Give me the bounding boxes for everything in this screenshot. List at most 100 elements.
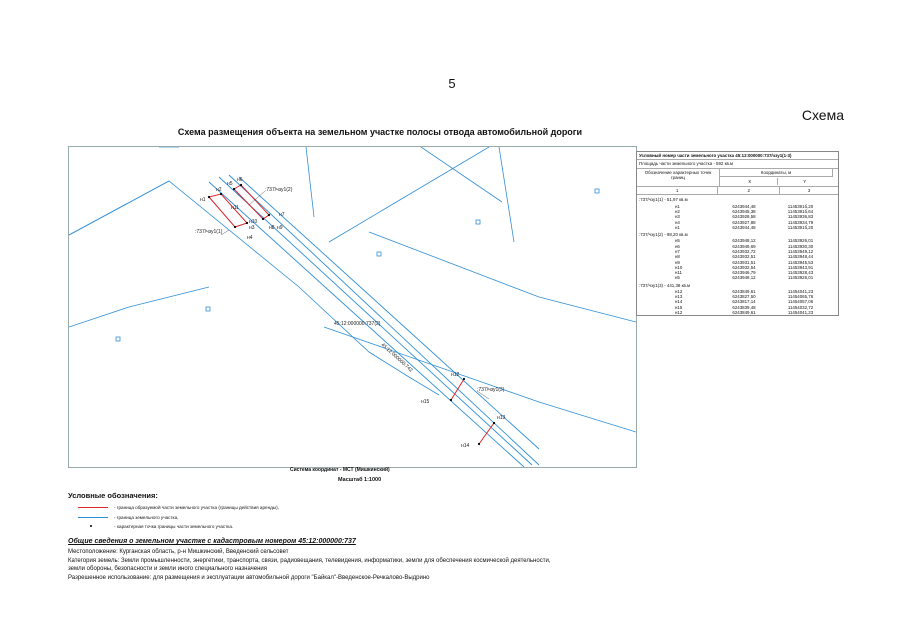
point-label-n10: н10 bbox=[249, 219, 258, 225]
info-category-cont: земли обороны, безопасности и земли иног… bbox=[68, 566, 268, 572]
table-cell-p: н13 bbox=[675, 294, 683, 300]
table-cell-y: 11453948,44 bbox=[787, 254, 814, 260]
table-cell-y: 11454057,06 bbox=[787, 299, 814, 305]
table-cell-y: 11453943,91 bbox=[787, 264, 814, 270]
page-number: 5 bbox=[448, 76, 456, 91]
col-num-1: 1 bbox=[637, 187, 719, 195]
legend-title: Условные обозначения: bbox=[68, 491, 158, 500]
blue-line-icon bbox=[78, 514, 108, 520]
table-row: н5 6243948,12 11453926,01 bbox=[637, 238, 838, 243]
table-cell-y: 11453934,79 bbox=[787, 219, 814, 225]
table-title: Условный номер части земельного участка … bbox=[637, 152, 838, 161]
general-info-title: Общие сведения о земельном участке с кад… bbox=[68, 538, 356, 545]
label-part-3: :737/чзу1(3) bbox=[477, 387, 505, 393]
table-group-title: :737/чзу1(3) - 441,38 кв.м bbox=[639, 282, 691, 288]
table-cell-p: н11 bbox=[675, 270, 682, 276]
table-group-title: :737/чзу1(1) - 51,97 кв.м bbox=[639, 197, 688, 203]
point-label-n13: н13 bbox=[497, 415, 506, 421]
table-cell-x: 6243839,48 bbox=[732, 304, 756, 310]
table-cell-p: н5 bbox=[675, 238, 680, 244]
table-cell-y: 11453945,53 bbox=[787, 259, 814, 265]
landmark-markers bbox=[115, 188, 600, 342]
col-coords-group: Координаты, м X Y bbox=[720, 168, 833, 187]
label-part-2: :737/чзу1(2) bbox=[265, 187, 293, 193]
table-cell-x: 6243817,14 bbox=[732, 299, 756, 305]
table-cell-x: 6243927,88 bbox=[732, 219, 756, 225]
parcel-boundary-sw bbox=[69, 286, 210, 328]
table-cell-p: н9 bbox=[675, 259, 680, 265]
table-cell-y: 1145391б,20 bbox=[787, 203, 814, 209]
table-cell-p: н8 bbox=[675, 254, 680, 260]
table-cell-x: 6243946,79 bbox=[732, 270, 756, 276]
col-y-header: Y bbox=[803, 178, 807, 184]
marker-square bbox=[115, 336, 121, 342]
parcel-boundary-ne bbox=[420, 147, 503, 203]
marker-square bbox=[594, 188, 600, 194]
point-label-n15: н15 bbox=[421, 399, 430, 405]
table-header: Обозначение характерных точек границ Коо… bbox=[637, 168, 838, 188]
coordinate-system: Система координат - МСТ (Мишкинский) bbox=[290, 467, 390, 473]
info-location: Местоположение: Курганская область, р-н … bbox=[68, 549, 289, 555]
point-label-n7: н7 bbox=[279, 212, 285, 218]
col-num-3: 3 bbox=[807, 188, 811, 194]
map-frame: :737/чзу1(2) :737/чзу1(1) 45:12:000000:7… bbox=[68, 146, 637, 468]
point-label-n14: н14 bbox=[461, 443, 470, 449]
road-line-4 bbox=[238, 176, 540, 450]
table-cell-y: 11454041,23 bbox=[787, 288, 814, 294]
table-cell-y: 11453949,12 bbox=[787, 248, 814, 254]
part-3-edge-b bbox=[478, 422, 495, 445]
table-cell-x: 6243948,12 bbox=[732, 238, 756, 244]
legend-text-red: - граница образуемой части земельного уч… bbox=[114, 504, 279, 510]
col-point-header: Обозначение характерных точек границ bbox=[637, 168, 720, 187]
parcel-boundary-e bbox=[498, 147, 515, 243]
parcel-boundary-diag bbox=[328, 147, 490, 243]
road-line-2 bbox=[218, 176, 533, 466]
label-part-1: :737/чзу1(1) bbox=[195, 229, 223, 235]
cadastral-map: :737/чзу1(2) :737/чзу1(1) 45:12:000000:7… bbox=[69, 147, 636, 467]
col-num-2: 2 bbox=[718, 187, 781, 195]
red-line-icon bbox=[78, 504, 108, 510]
legend-item-red: - граница образуемой части земельного уч… bbox=[78, 504, 279, 510]
table-cell-y: 11454041,23 bbox=[787, 310, 814, 316]
table-cell-y: 1145391б,20 bbox=[787, 224, 814, 230]
parcel-boundary-se bbox=[323, 326, 636, 433]
marker-square bbox=[205, 306, 211, 312]
col-x-header: X bbox=[722, 177, 779, 186]
point-label-n12: н12 bbox=[451, 372, 460, 378]
characteristic-points bbox=[207, 183, 496, 446]
point-label-n1: н1 bbox=[200, 197, 206, 203]
table-cell-p: н15 bbox=[675, 304, 683, 310]
parcel-boundary-nw bbox=[69, 180, 170, 236]
point-label-n3: н3 bbox=[249, 225, 255, 231]
legend-text-point: - характерная точка границы части земель… bbox=[114, 523, 234, 529]
table-cell-x: 6243932,54 bbox=[732, 264, 756, 270]
table-cell-p: н3 bbox=[675, 214, 680, 220]
point-label-n4: н4 bbox=[247, 235, 253, 241]
table-cell-y: 11453928,43 bbox=[787, 270, 814, 276]
schema-label: Схема bbox=[801, 107, 844, 123]
label-parcel-number: 45:12:000000:737(2) bbox=[334, 321, 381, 327]
marker-square bbox=[475, 219, 481, 225]
col-coords-header: Координаты, м bbox=[720, 168, 833, 177]
info-permitted-use: Разрешенное использование: для размещени… bbox=[68, 575, 430, 581]
table-cell-x: 6243931,51 bbox=[732, 259, 756, 265]
table-cell-y: 11454065,76 bbox=[787, 294, 814, 300]
scheme-title: Схема размещения объекта на земельном уч… bbox=[177, 127, 583, 137]
parcel-boundary-east bbox=[368, 231, 636, 323]
table-cell-p: н12 bbox=[675, 288, 683, 294]
table-area: Площадь части земельного участка - 592 к… bbox=[637, 160, 838, 169]
marker-square bbox=[376, 251, 382, 257]
table-cell-x: 6243944,48 bbox=[732, 224, 756, 230]
point-label-n2: н2 bbox=[216, 187, 222, 193]
table-col-numbers: 1 2 3 bbox=[637, 187, 838, 196]
table-cell-x: 6243945,38 bbox=[732, 208, 756, 214]
point-label-n5: н5 bbox=[227, 181, 233, 187]
table-cell-y: 11453926,01 bbox=[787, 238, 814, 244]
table-cell-p: н10 bbox=[675, 264, 683, 270]
